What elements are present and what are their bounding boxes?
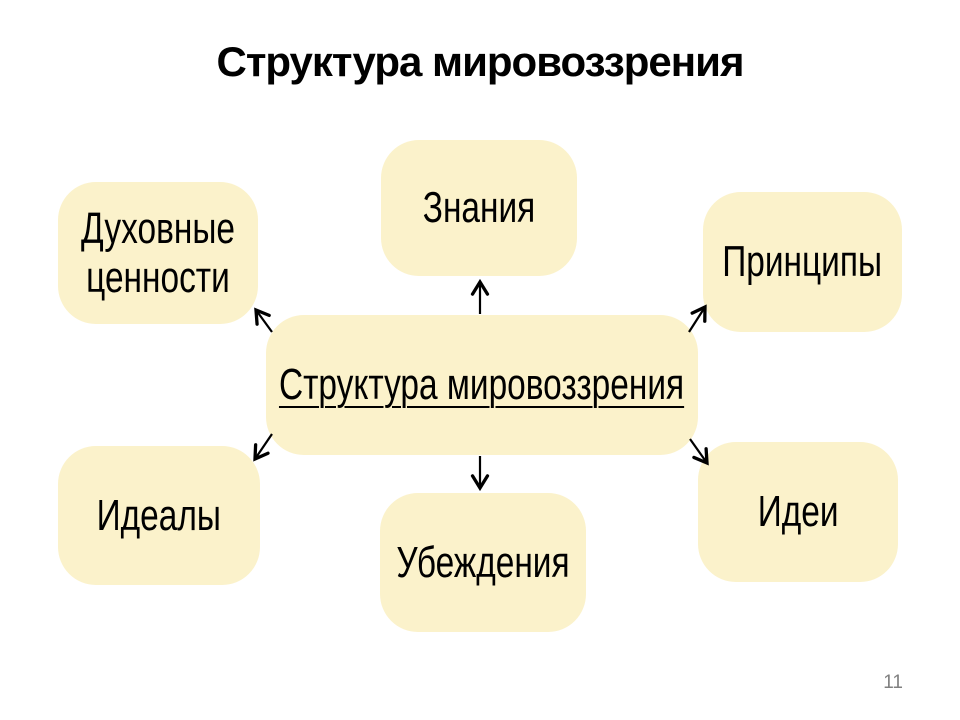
node-center-label: Структура мировоззрения xyxy=(279,360,685,410)
node-knowledge-label: Знания xyxy=(422,183,536,233)
node-beliefs-label: Убеждения xyxy=(396,537,570,587)
node-spiritual-values: Духовные ценности xyxy=(58,182,258,324)
node-ideas-label: Идеи xyxy=(757,487,839,537)
node-ideas: Идеи xyxy=(698,442,898,582)
node-spiritual-values-label: Духовные ценности xyxy=(81,203,235,302)
arrow-up-right-icon xyxy=(688,304,707,333)
node-principles-label: Принципы xyxy=(722,237,883,287)
arrow-up-left-icon xyxy=(254,307,273,333)
node-ideals-label: Идеалы xyxy=(96,490,222,540)
slide-title: Структура мировоззрения xyxy=(216,38,745,85)
page-number: 11 xyxy=(883,672,903,693)
node-beliefs: Убеждения xyxy=(380,493,586,632)
arrow-down-left-icon xyxy=(253,433,273,462)
node-principles: Принципы xyxy=(703,192,902,332)
node-ideals: Идеалы xyxy=(58,446,260,585)
node-center: Структура мировоззрения xyxy=(266,315,698,455)
node-knowledge: Знания xyxy=(381,140,577,276)
